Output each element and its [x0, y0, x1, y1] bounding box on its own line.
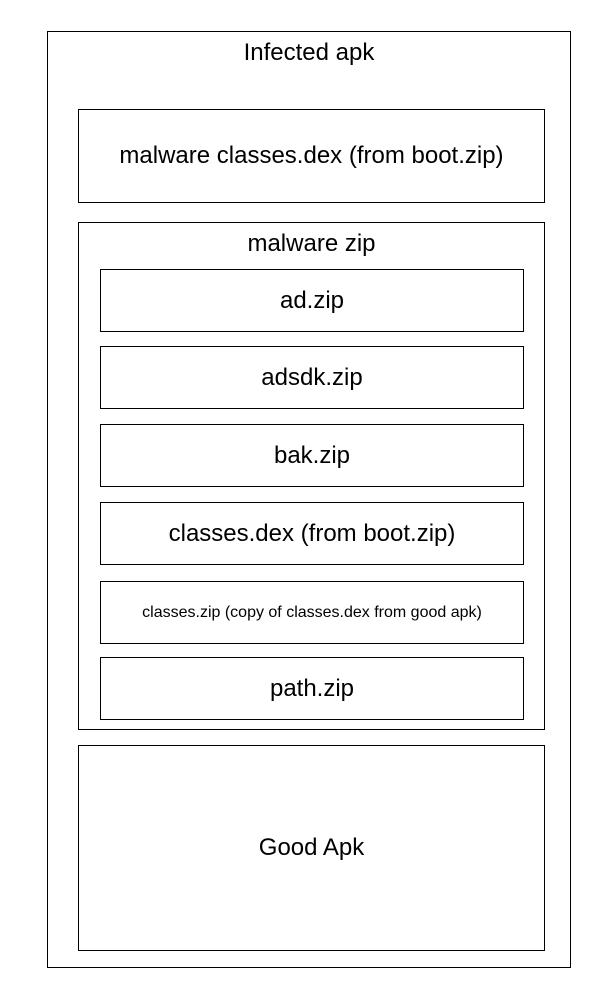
zip-item-classes-zip: classes.zip (copy of classes.dex from go…	[100, 581, 524, 644]
zip-item-bak: bak.zip	[100, 424, 524, 487]
zip-item-ad: ad.zip	[100, 269, 524, 332]
zip-item-label: adsdk.zip	[261, 363, 363, 391]
good-apk-label: Good Apk	[258, 834, 365, 861]
good-apk-box: Good Apk	[78, 745, 545, 951]
malware-classes-dex-label: malware classes.dex (from boot.zip)	[119, 142, 504, 169]
zip-item-adsdk: adsdk.zip	[100, 346, 524, 409]
malware-zip-title: malware zip	[247, 230, 376, 257]
zip-item-classes-dex: classes.dex (from boot.zip)	[100, 502, 524, 565]
zip-item-label: ad.zip	[279, 286, 345, 314]
zip-item-label: classes.zip (copy of classes.dex from go…	[142, 603, 482, 621]
malware-classes-dex-box: malware classes.dex (from boot.zip)	[78, 109, 545, 203]
zip-item-label: classes.dex (from boot.zip)	[168, 519, 456, 547]
zip-item-label: bak.zip	[273, 441, 351, 469]
zip-item-label: path.zip	[269, 674, 355, 702]
zip-item-path: path.zip	[100, 657, 524, 720]
infected-apk-title: Infected apk	[243, 39, 375, 66]
